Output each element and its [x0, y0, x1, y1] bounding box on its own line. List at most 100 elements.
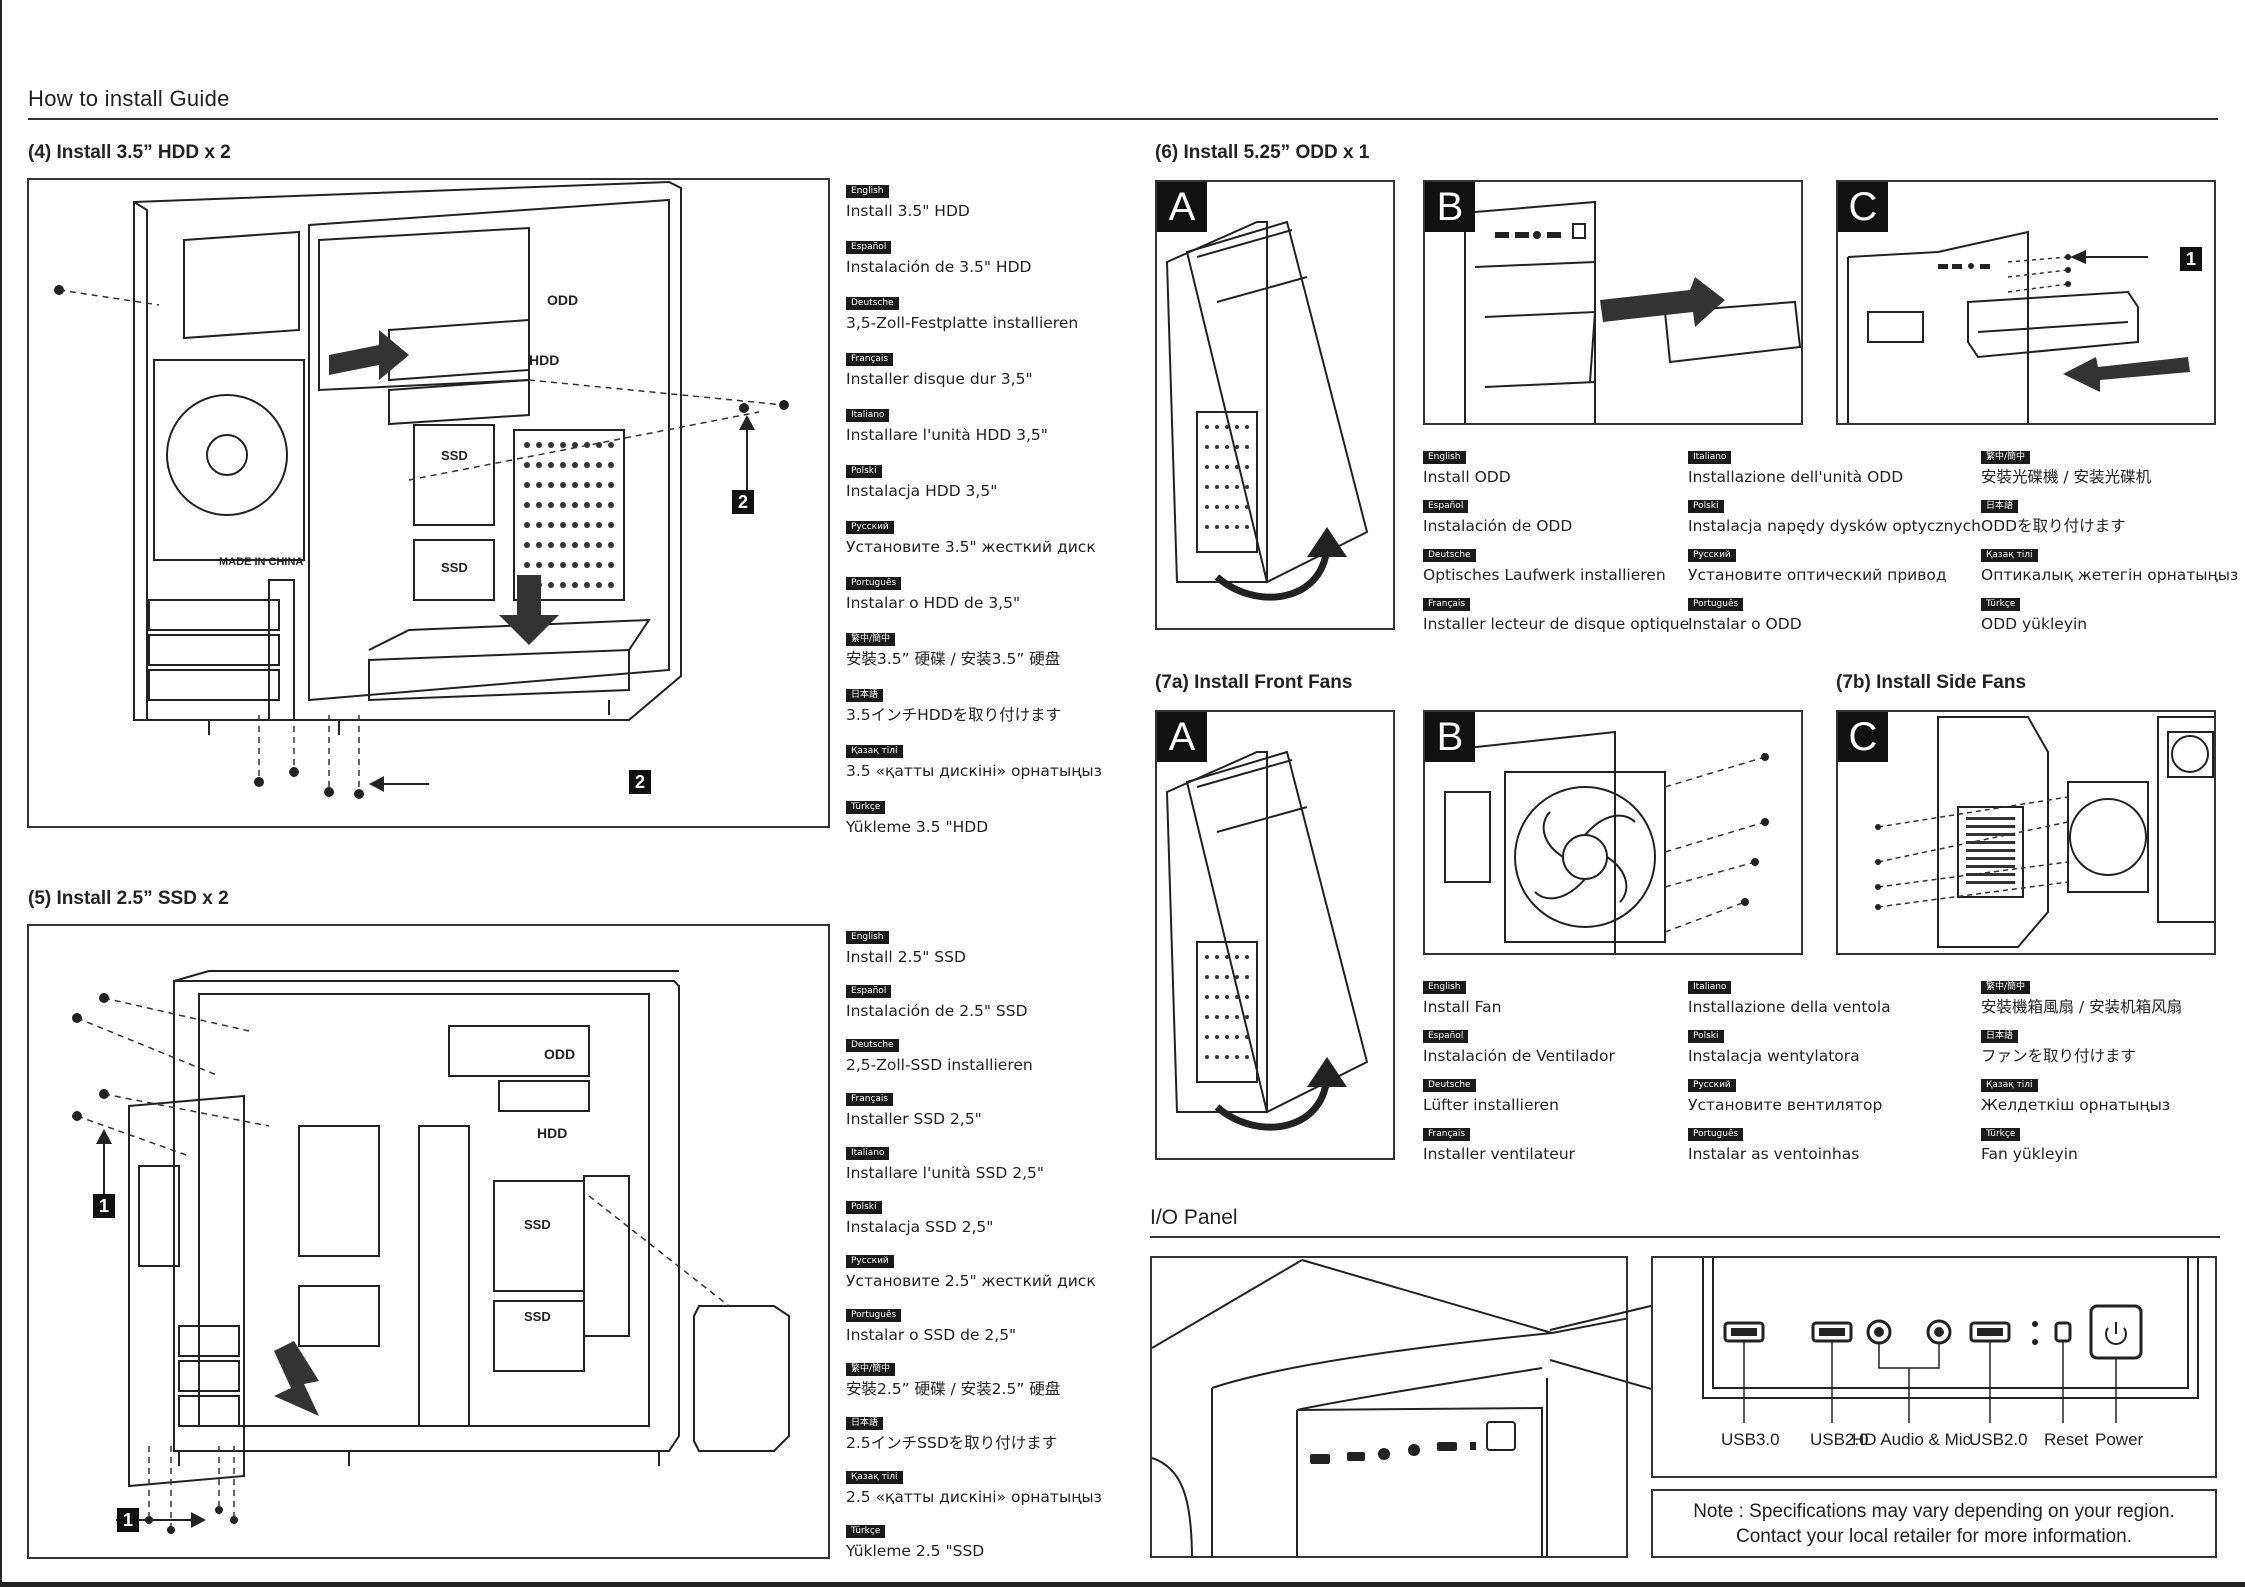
front-fans-panel-a-letter: A: [1157, 712, 1207, 762]
ssd-case-illustration: ODD HDD SSD SSD: [72, 970, 790, 1534]
io-case-top-illustration: [1152, 1259, 1626, 1556]
hdd-diagram: ODD HDD SSD SSD MADE IN CHINA 2 2: [27, 178, 830, 828]
odd-drive-insert-illustration: [1847, 230, 2190, 423]
odd-bay-cover-illustration: [1464, 200, 1801, 423]
header-rule: [28, 118, 2218, 120]
hdd-label-ssd-1: SSD: [441, 448, 468, 463]
fan-front-panel-removal-illustration: [1165, 750, 1369, 1131]
hdd-callout-2-bottom: 2: [629, 770, 651, 794]
odd-lang-chinese: 繁中/簡中安裝光碟機 / 安装光碟机: [1981, 451, 2152, 486]
front-fans-panel-b: B: [1423, 710, 1803, 955]
io-label-reset: Reset: [2044, 1430, 2089, 1449]
note-line-1: Note : Specifications may vary depending…: [1693, 1501, 2175, 1522]
io-label-usb2-2: USB2.0: [1969, 1430, 2028, 1449]
front-fans-section-title: (7a) Install Front Fans: [1155, 672, 1353, 693]
guide-title: How to install Guide: [28, 86, 230, 111]
page-frame-bottom: [0, 1582, 2245, 1587]
odd-panel-b-letter: B: [1425, 182, 1475, 232]
io-label-hd-audio: HD Audio & Mic.: [1852, 1430, 1976, 1449]
io-label-usb3: USB3.0: [1721, 1430, 1780, 1449]
hdd-label-ssd-2: SSD: [441, 560, 468, 575]
side-fans-section-title: (7b) Install Side Fans: [1836, 672, 2027, 693]
side-fan-mount-illustration: [1875, 716, 2214, 948]
hdd-label-made-in-china: MADE IN CHINA: [219, 556, 303, 568]
side-fans-panel-c-letter: C: [1838, 712, 1888, 762]
fan-lang-chinese: 繁中/簡中安裝機箱風扇 / 安装机箱风扇: [1981, 981, 2183, 1016]
front-fan-mount-illustration: [1429, 730, 1769, 953]
ssd-label-hdd: HDD: [537, 1125, 567, 1141]
front-fans-panel-b-letter: B: [1425, 712, 1475, 762]
ssd-label-odd: ODD: [544, 1046, 575, 1062]
odd-section-title: (6) Install 5.25” ODD x 1: [1155, 142, 1370, 163]
ssd-label-ssd-1: SSD: [524, 1217, 551, 1232]
ssd-lang-chinese: 繁中/簡中安裝2.5” 硬碟 / 安装2.5” 硬盘: [846, 1363, 1061, 1398]
io-rule: [1150, 1236, 2220, 1238]
odd-panel-a-letter: A: [1157, 182, 1207, 232]
io-case-overview: [1150, 1256, 1628, 1558]
io-section-title: I/O Panel: [1150, 1206, 1238, 1229]
front-fans-panel-a: A: [1155, 710, 1395, 1160]
ssd-diagram: ODD HDD SSD SSD 1 1: [27, 924, 830, 1559]
ssd-callout-1-bottom: 1: [117, 1508, 139, 1532]
fan-lang-japanese: 日本語ファンを取り付けます: [1981, 1030, 2137, 1065]
hdd-label-odd: ODD: [547, 292, 578, 308]
odd-panel-c: C 1: [1836, 180, 2216, 425]
hdd-callout-2-side: 2: [732, 490, 754, 514]
io-panel-zoom: USB3.0 USB2.0 HD Audio & Mic. USB2.0 Res…: [1651, 1256, 2217, 1478]
ssd-callout-1-side: 1: [93, 1194, 115, 1218]
odd-callout-1: 1: [2180, 247, 2202, 271]
reset-button: [2054, 1321, 2072, 1343]
power-icon: [2105, 1322, 2127, 1345]
odd-panel-a: A: [1155, 180, 1395, 630]
io-label-usb2-1: USB2.0: [1810, 1430, 1869, 1449]
ssd-label-ssd-2: SSD: [524, 1309, 551, 1324]
odd-panel-c-letter: C: [1838, 182, 1888, 232]
side-fans-panel-c: C: [1836, 710, 2216, 955]
page-frame-left: [0, 0, 2, 1587]
io-zoom-connector: [1549, 1304, 1656, 1391]
hdd-case-illustration: ODD HDD SSD SSD MADE IN CHINA: [54, 180, 789, 799]
note-box: Note : Specifications may vary depending…: [1651, 1489, 2217, 1558]
hdd-section-title: (4) Install 3.5” HDD x 2: [28, 142, 231, 163]
hdd-label-hdd: HDD: [529, 352, 559, 368]
